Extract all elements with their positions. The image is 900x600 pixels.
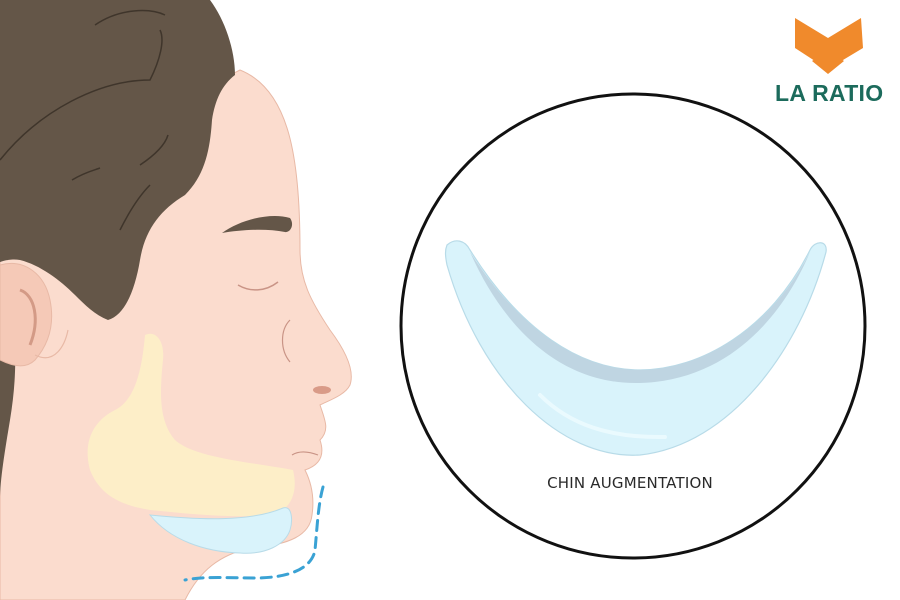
face-profile (0, 0, 352, 600)
detail-circle (399, 92, 867, 560)
la-ratio-logo-icon (795, 18, 863, 74)
jawbone-highlight (87, 333, 295, 517)
chin-implant-in-face (148, 507, 292, 554)
detail-caption: CHIN AUGMENTATION (547, 474, 713, 492)
dashed-chin-contour (183, 485, 325, 582)
crescent-chin-implant (444, 240, 827, 456)
brand-name: LA RATIO (775, 80, 884, 106)
